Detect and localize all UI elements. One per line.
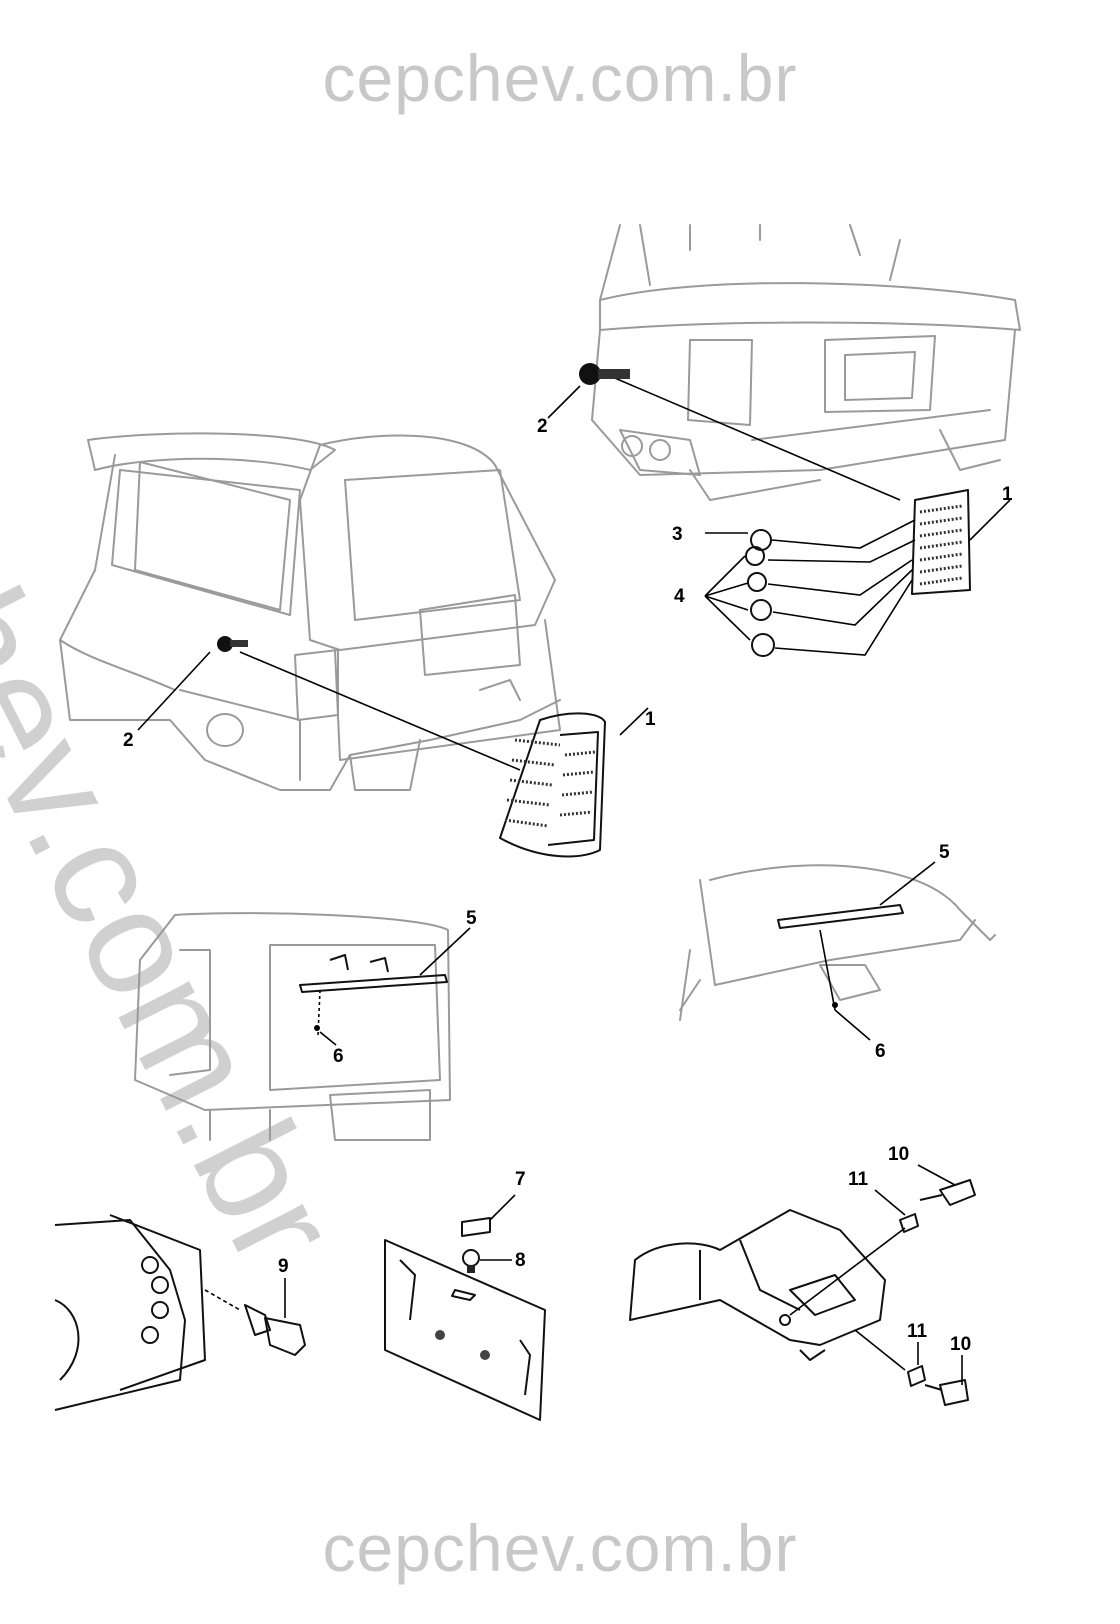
engine-detail-illustration <box>54 1214 206 1411</box>
callout-2-right: 2 <box>537 416 548 437</box>
rear-sedan-illustration <box>591 224 1021 501</box>
callout-1-left: 1 <box>645 709 656 730</box>
watermark-bottom: cepchev.com.br <box>322 1511 798 1585</box>
callout-8: 8 <box>515 1250 526 1271</box>
bushing-11-bottom <box>907 1365 926 1387</box>
callout-4: 4 <box>674 586 685 607</box>
callout-6-right: 6 <box>875 1041 886 1062</box>
callout-1-right: 1 <box>1002 484 1013 505</box>
license-panel-illustration <box>384 1239 546 1421</box>
sedan-rear-window-illustration <box>679 864 996 1021</box>
callout-5-right: 5 <box>939 842 950 863</box>
callout-10-bottom: 10 <box>950 1334 971 1355</box>
bulb-8 <box>462 1249 480 1273</box>
switch-10-top <box>919 1179 976 1206</box>
callout-7: 7 <box>515 1169 526 1190</box>
switch-9 <box>244 1304 306 1356</box>
callout-11-top: 11 <box>848 1169 869 1190</box>
callout-2-left: 2 <box>123 730 134 751</box>
screw-2-left <box>217 636 248 652</box>
taillamp-lens-left <box>499 712 606 858</box>
high-mount-stop-lamp-right <box>777 904 904 929</box>
switch-10-bottom <box>924 1379 969 1406</box>
bushing-11-top <box>899 1213 919 1233</box>
callout-6-left: 6 <box>333 1046 344 1067</box>
watermark-top: cepchev.com.br <box>322 41 798 115</box>
van-rear-glass-illustration <box>134 912 451 1141</box>
callout-5-left: 5 <box>466 908 477 929</box>
callout-11-bottom: 11 <box>907 1321 928 1342</box>
pedal-bracket-illustration <box>629 1209 886 1361</box>
taillamp-lens-right <box>911 489 971 595</box>
callout-3: 3 <box>672 524 683 545</box>
license-lamp-lens-7 <box>461 1217 491 1237</box>
rear-van-illustration <box>59 432 561 791</box>
high-mount-stop-lamp-left <box>299 954 448 993</box>
bulbs-3-4 <box>745 529 775 657</box>
screw-2-right <box>579 363 630 385</box>
callout-9: 9 <box>278 1256 289 1277</box>
callout-10-top: 10 <box>888 1144 909 1165</box>
